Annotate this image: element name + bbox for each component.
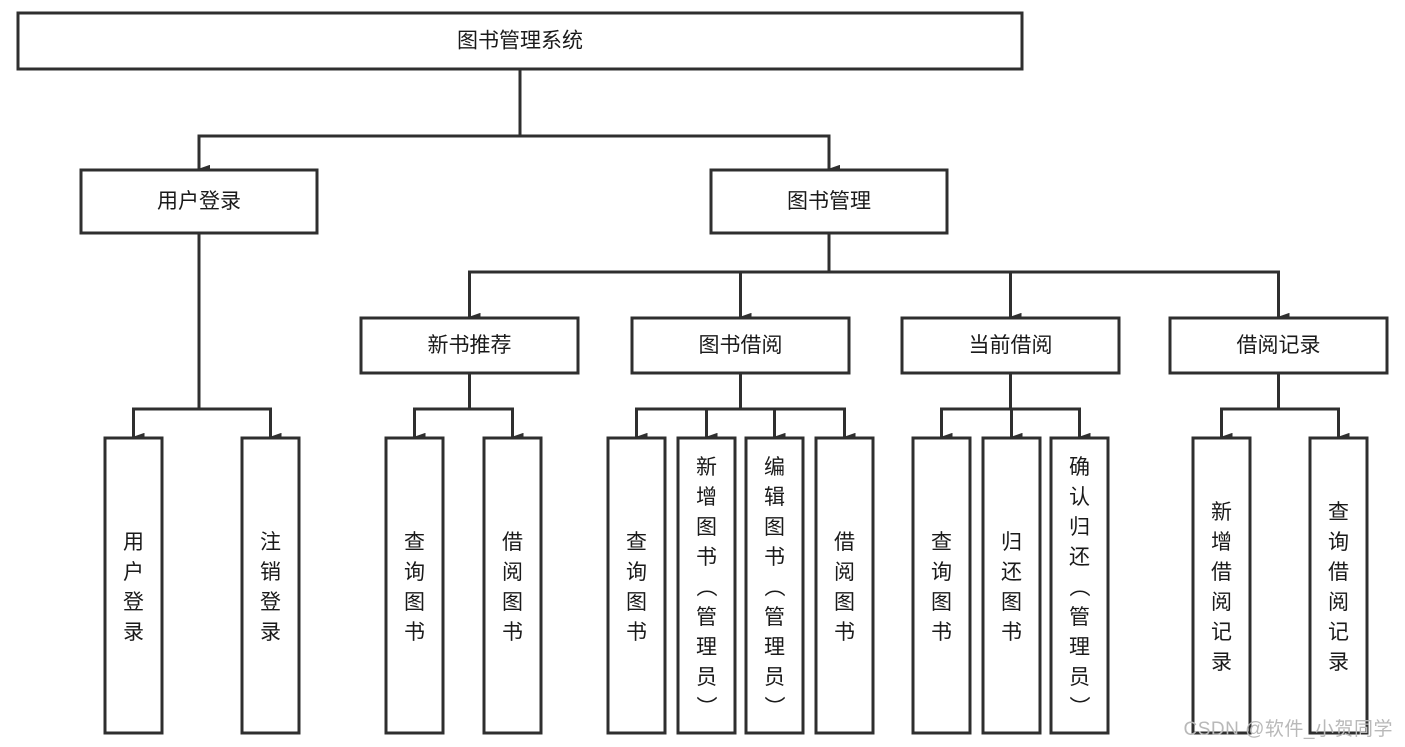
node-label-user-login: 用户登录: [157, 190, 241, 213]
node-user-login[interactable]: 用户登录: [79, 168, 319, 235]
node-label-query-book-3: 查询图书: [931, 531, 952, 644]
node-box-query-book-1[interactable]: [384, 436, 445, 735]
node-box-borrow-book-1[interactable]: [482, 436, 543, 735]
node-box-user-logout[interactable]: [240, 436, 301, 735]
node-box-query-book-3[interactable]: [911, 436, 972, 735]
node-label-edit-book: 编辑图书（管理员）: [764, 456, 786, 719]
node-label-book-manage: 图书管理: [787, 190, 871, 213]
node-label-root: 图书管理系统: [457, 30, 583, 53]
node-user-logout[interactable]: 注销登录: [240, 436, 301, 735]
node-label-borrow-book-2: 借阅图书: [834, 531, 855, 644]
node-box-book-manage[interactable]: [709, 168, 949, 235]
node-box-query-book-2[interactable]: [606, 436, 667, 735]
connector-lines: [132, 67, 1350, 442]
node-label-confirm-return: 确认归还（管理员）: [1069, 456, 1091, 719]
node-query-borrow-record[interactable]: 查询借阅记录: [1308, 436, 1369, 735]
node-box-user-login[interactable]: [79, 168, 319, 235]
node-box-borrow-book-2[interactable]: [814, 436, 875, 735]
node-label-user-logout: 注销登录: [260, 531, 281, 644]
node-box-query-borrow-record[interactable]: [1308, 436, 1369, 735]
node-add-book[interactable]: 新增图书（管理员）: [676, 436, 737, 735]
node-new-book-recommend[interactable]: 新书推荐: [359, 316, 580, 375]
node-label-book-borrow: 图书借阅: [699, 334, 783, 357]
node-box-borrow-record[interactable]: [1168, 316, 1389, 375]
node-box-edit-book[interactable]: [744, 436, 805, 735]
node-label-add-borrow-record: 新增借阅记录: [1211, 501, 1232, 674]
node-box-book-borrow[interactable]: [630, 316, 851, 375]
node-edit-book[interactable]: 编辑图书（管理员）: [744, 436, 805, 735]
node-borrow-book-2[interactable]: 借阅图书: [814, 436, 875, 735]
node-query-book-2[interactable]: 查询图书: [606, 436, 667, 735]
node-user-login-do[interactable]: 用户登录: [103, 436, 164, 735]
csdn-watermark: CSDN @软件_小贺同学: [1183, 719, 1393, 740]
node-return-book[interactable]: 归还图书: [981, 436, 1042, 735]
node-label-query-book-1: 查询图书: [404, 531, 425, 644]
node-borrow-book-1[interactable]: 借阅图书: [482, 436, 543, 735]
node-box-new-book-recommend[interactable]: [359, 316, 580, 375]
node-add-borrow-record[interactable]: 新增借阅记录: [1191, 436, 1252, 735]
node-box-return-book[interactable]: [981, 436, 1042, 735]
node-label-user-login-do: 用户登录: [123, 531, 144, 644]
node-current-borrow[interactable]: 当前借阅: [900, 316, 1121, 375]
node-confirm-return[interactable]: 确认归还（管理员）: [1049, 436, 1110, 735]
node-book-borrow[interactable]: 图书借阅: [630, 316, 851, 375]
node-box-confirm-return[interactable]: [1049, 436, 1110, 735]
node-borrow-record[interactable]: 借阅记录: [1168, 316, 1389, 375]
node-label-add-book: 新增图书（管理员）: [696, 456, 718, 719]
node-root[interactable]: 图书管理系统: [16, 11, 1024, 71]
node-book-manage[interactable]: 图书管理: [709, 168, 949, 235]
node-query-book-3[interactable]: 查询图书: [911, 436, 972, 735]
node-label-return-book: 归还图书: [1001, 531, 1022, 644]
node-label-new-book-recommend: 新书推荐: [428, 334, 512, 357]
node-box-user-login-do[interactable]: [103, 436, 164, 735]
node-label-query-book-2: 查询图书: [626, 531, 647, 644]
node-label-borrow-book-1: 借阅图书: [502, 531, 523, 644]
node-boxes: 图书管理系统用户登录用户登录注销登录图书管理新书推荐查询图书借阅图书图书借阅查询…: [16, 11, 1389, 735]
node-query-book-1[interactable]: 查询图书: [384, 436, 445, 735]
node-label-current-borrow: 当前借阅: [969, 334, 1053, 357]
node-box-add-borrow-record[interactable]: [1191, 436, 1252, 735]
node-box-add-book[interactable]: [676, 436, 737, 735]
node-box-current-borrow[interactable]: [900, 316, 1121, 375]
node-label-borrow-record: 借阅记录: [1237, 334, 1321, 357]
node-box-root[interactable]: [16, 11, 1024, 71]
node-label-query-borrow-record: 查询借阅记录: [1328, 501, 1349, 674]
